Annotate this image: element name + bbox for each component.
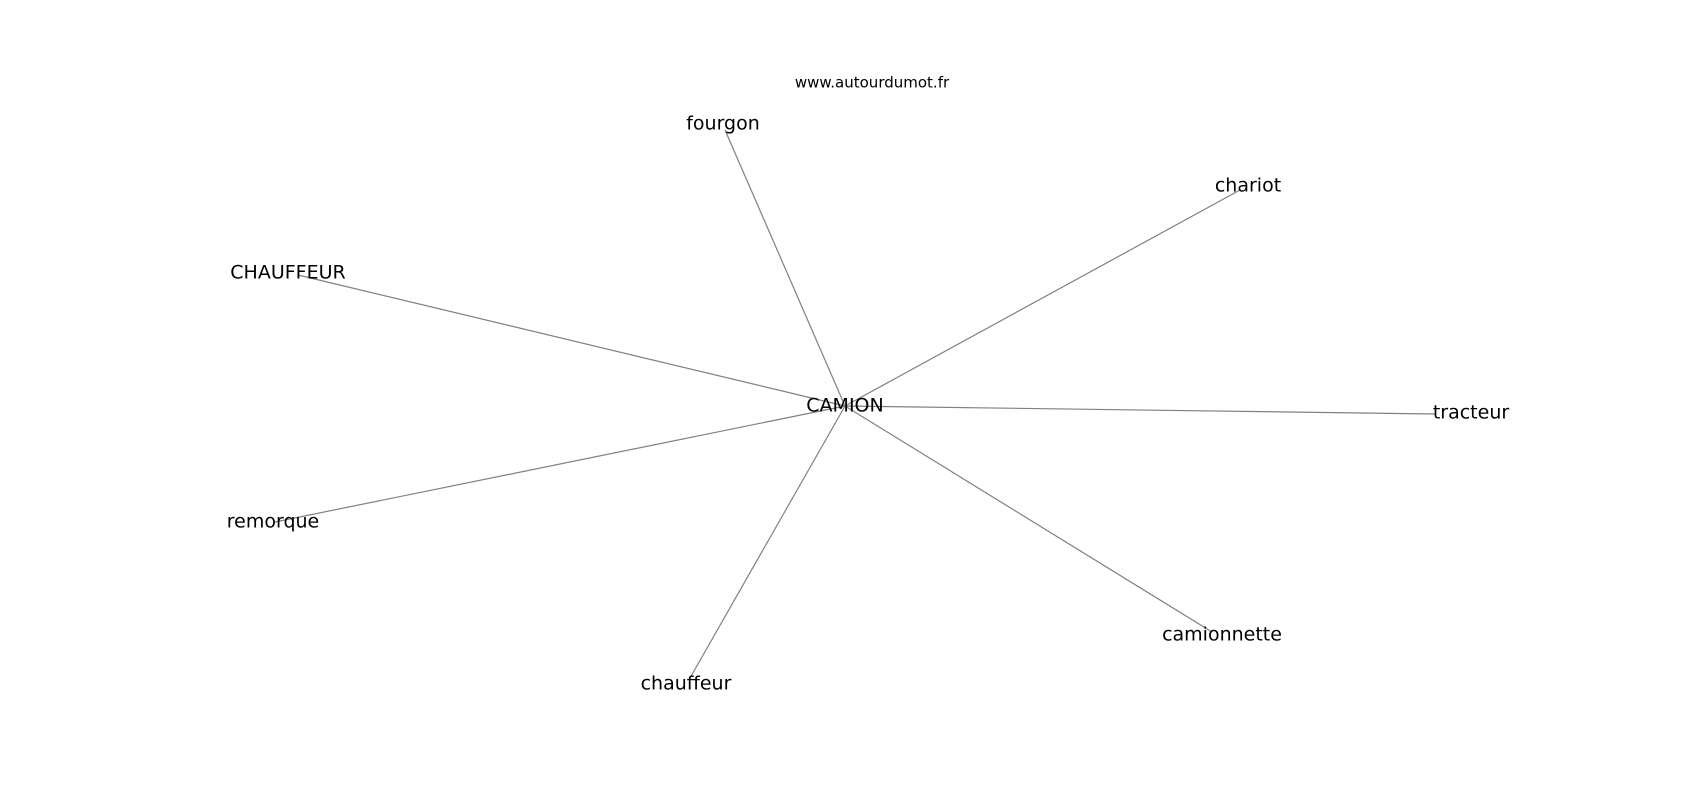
labels-group: CAMION fourgon chariot CHAUFFEUR tracteu… — [227, 113, 1510, 695]
node-label-chariot[interactable]: chariot — [1215, 175, 1281, 197]
node-label-tracteur[interactable]: tracteur — [1433, 402, 1510, 424]
watermark-text: www.autourdumot.fr — [795, 74, 950, 92]
node-label-chauffeur-caps[interactable]: CHAUFFEUR — [230, 262, 345, 284]
edges-group — [274, 129, 1436, 679]
node-label-chauffeur[interactable]: chauffeur — [641, 673, 732, 695]
node-label-camionnette[interactable]: camionnette — [1162, 624, 1282, 646]
node-label-fourgon[interactable]: fourgon — [686, 113, 760, 135]
center-node-label[interactable]: CAMION — [806, 395, 883, 417]
node-label-remorque[interactable]: remorque — [227, 511, 320, 533]
edge-camion-chauffeur — [689, 405, 846, 679]
edge-camion-camionnette — [844, 405, 1213, 633]
edge-camion-tracteur — [844, 405, 1436, 415]
edge-camion-chauffeur-caps — [297, 274, 846, 407]
edge-camion-chariot — [844, 189, 1241, 407]
edge-camion-remorque — [274, 405, 846, 523]
edge-camion-fourgon — [724, 129, 846, 407]
